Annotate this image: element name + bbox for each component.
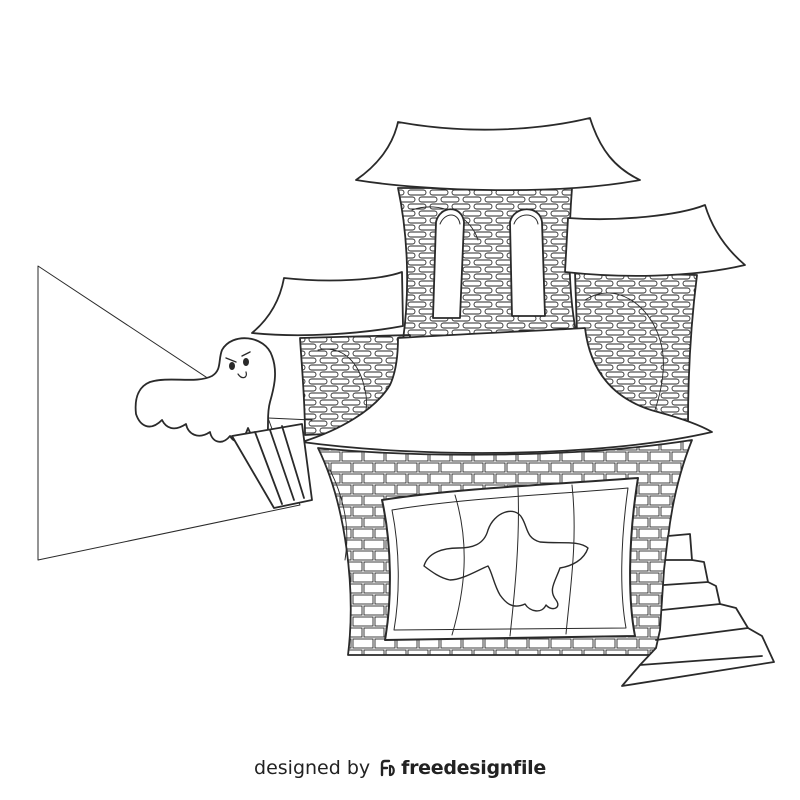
light-beam [37, 265, 301, 561]
left-roof [251, 271, 404, 337]
right-roof [564, 204, 746, 277]
credit-footer: designed by freedesignfile [0, 750, 800, 786]
brand-name: freedesignfile [401, 757, 546, 779]
spiral-stairs [621, 533, 775, 687]
central-tower-wall [397, 187, 577, 341]
credit-prefix: designed by [254, 757, 371, 779]
lantern [231, 417, 313, 509]
large-window [381, 477, 639, 641]
fd-logo-icon [380, 759, 395, 777]
tower-window-right [509, 208, 546, 317]
tower-window-left [432, 208, 465, 319]
top-roof [355, 117, 641, 192]
brand-logo: freedesignfile [378, 757, 546, 779]
middle-roof [301, 327, 713, 454]
window-ghost [423, 510, 589, 612]
flying-ghost [134, 337, 276, 443]
